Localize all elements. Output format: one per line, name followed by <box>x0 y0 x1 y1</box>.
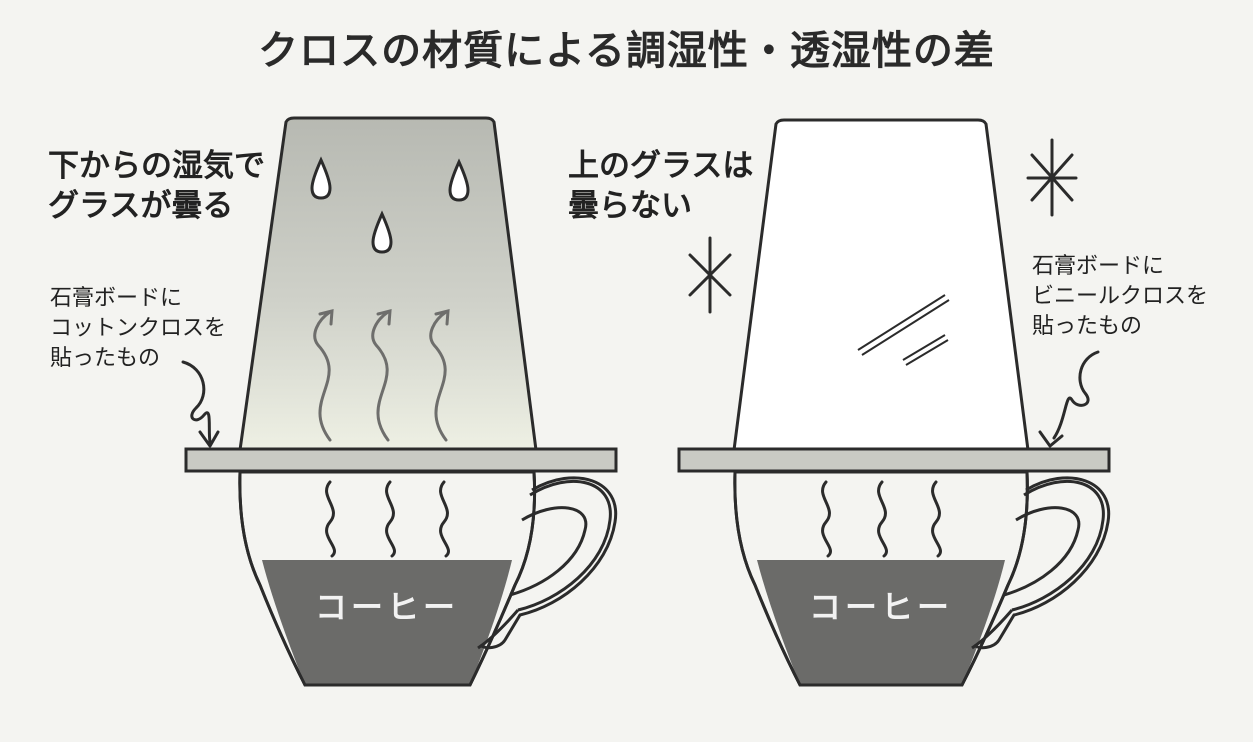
left-steam <box>325 480 450 558</box>
right-board-label-line: ビニールクロスを <box>1032 284 1209 309</box>
diagram-title: クロスの材質による調湿性・透湿性の差 <box>258 28 995 74</box>
left-cup-outline <box>238 471 537 687</box>
right-caption-line: 曇らない <box>568 188 692 224</box>
left-board-label-line: 石膏ボードに <box>50 286 183 311</box>
rising-moisture-arrows <box>313 309 450 442</box>
left-coffee <box>262 560 512 685</box>
left-coffee-label: コーヒー <box>315 588 459 626</box>
right-cup-outline <box>733 471 1029 687</box>
right-caption: 上のグラスは 曇らない <box>568 146 753 226</box>
right-steam <box>821 480 942 558</box>
right-clear-glass <box>732 118 1030 452</box>
right-coffee <box>757 560 1005 685</box>
glass-shine <box>857 294 950 366</box>
left-board <box>184 447 618 473</box>
right-caption-line: 上のグラスは <box>568 148 754 184</box>
left-pointer-arrow <box>181 360 212 444</box>
droplet-icon <box>310 156 332 200</box>
sparkle-icon <box>688 236 732 314</box>
left-setup: コーヒー <box>181 116 618 687</box>
right-board-label: 石膏ボードに ビニールクロスを 貼ったもの <box>1032 252 1208 342</box>
right-pointer-arrow <box>1052 350 1100 440</box>
right-setup: コーヒー <box>677 118 1111 687</box>
left-board-label-line: コットンクロスを <box>50 316 227 341</box>
droplet-icon <box>371 210 393 254</box>
left-caption-line: グラスが曇る <box>48 188 234 224</box>
right-coffee-label: コーヒー <box>809 588 953 626</box>
right-board-label-line: 貼ったもの <box>1032 314 1143 339</box>
left-board-label: 石膏ボードに コットンクロスを 貼ったもの <box>50 284 226 374</box>
left-caption-line: 下からの湿気で <box>48 148 265 184</box>
left-caption: 下からの湿気で グラスが曇る <box>48 146 265 226</box>
left-fogged-glass <box>238 116 538 452</box>
droplet-icon <box>448 158 470 202</box>
left-board-label-line: 貼ったもの <box>50 346 161 371</box>
sparkle-icon <box>1026 138 1078 217</box>
right-board-label-line: 石膏ボードに <box>1032 254 1165 279</box>
right-board <box>677 447 1111 473</box>
